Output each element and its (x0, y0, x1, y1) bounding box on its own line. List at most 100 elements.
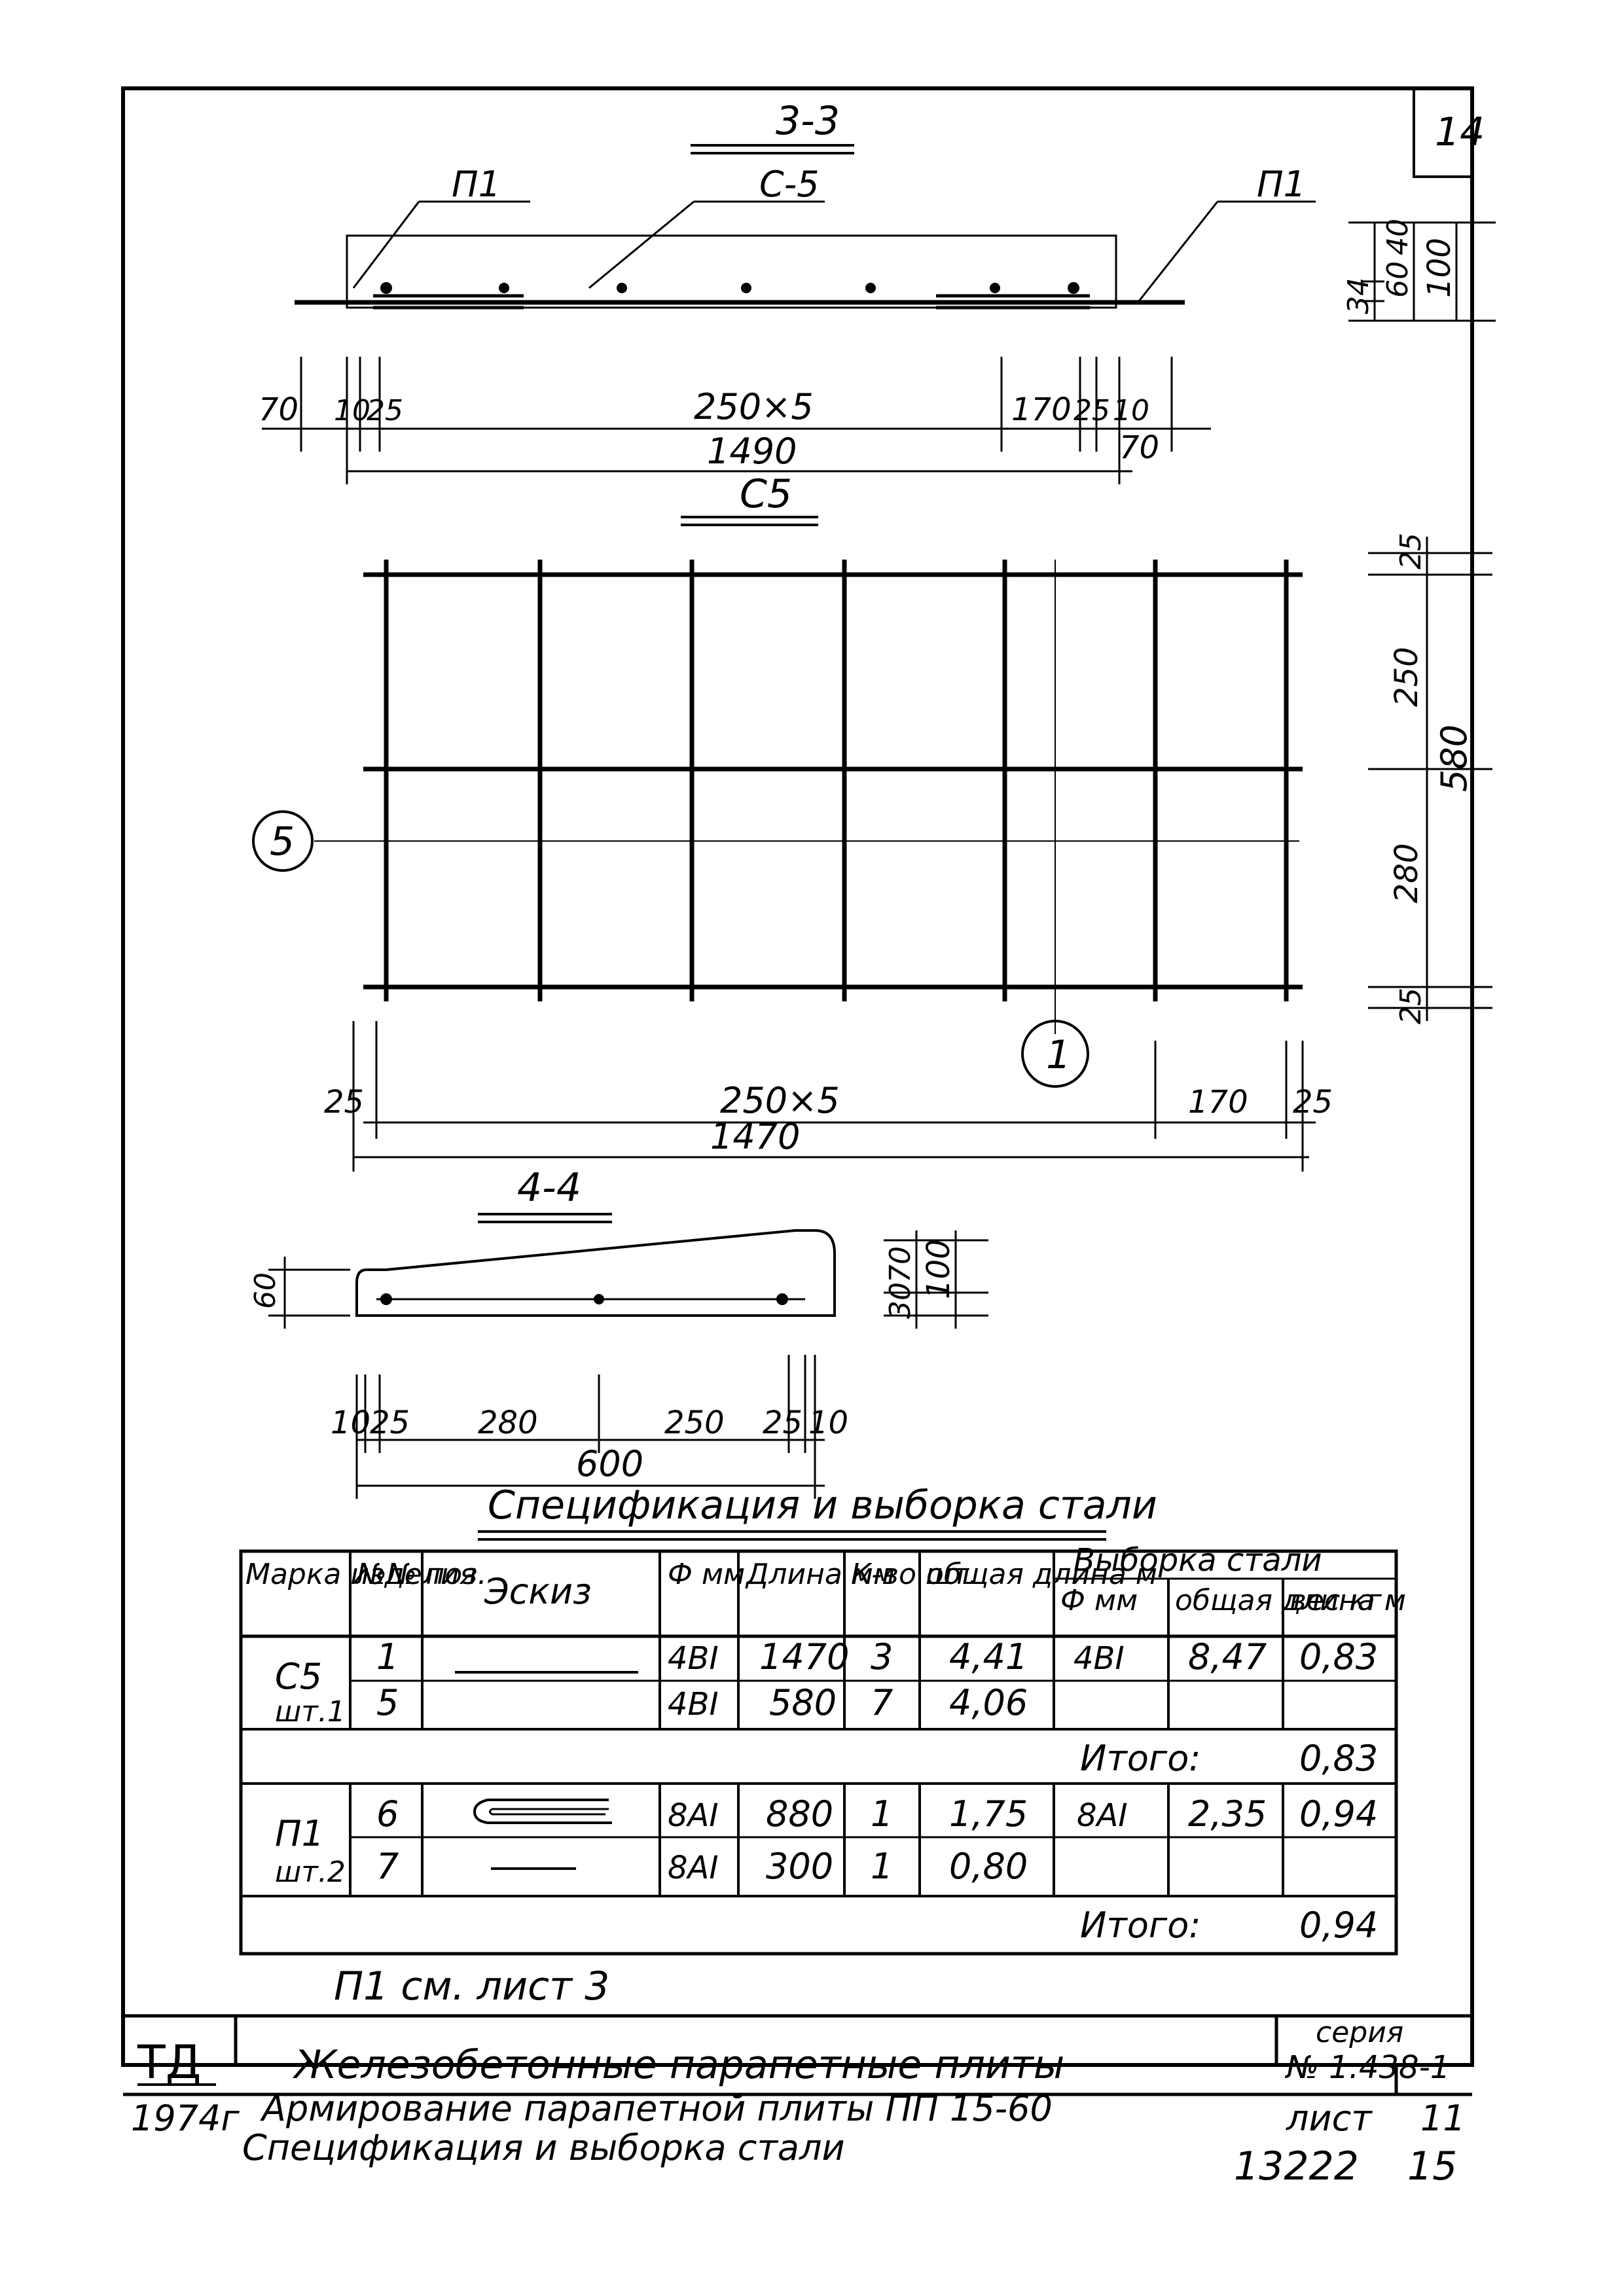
section-3-3: 3-3 П1 С-5 П1 34 60 40 100 (259, 98, 1496, 484)
spec-table: Спецификация и выборка стали (239, 1482, 1406, 2009)
s4-dim-70: 70 (884, 1246, 917, 1283)
label-c5: С-5 (759, 164, 820, 205)
g1-r2-dia: 4ВI (668, 1686, 719, 1723)
mesh-bdim-170: 170 (1188, 1084, 1248, 1121)
tb-name: Железобетонные парапетные плиты (292, 2042, 1064, 2088)
dim-25-left: 25 (367, 394, 403, 427)
hdr-dia: Ф мм (668, 1558, 745, 1591)
hdr-mark: Марка изделия (245, 1558, 477, 1591)
hdr-total-len: общая длина м (926, 1558, 1157, 1591)
s4-bdim-10: 10 (331, 1405, 370, 1441)
dim-34: 34 (1342, 278, 1375, 314)
mesh-bdim-25-left: 25 (324, 1084, 364, 1121)
callout-circle-1 (1021, 1020, 1089, 1088)
dim-170: 170 (1011, 391, 1072, 428)
hdr-len: Длина мм (745, 1558, 895, 1591)
g2-subtotal: 0,94 (1299, 1905, 1378, 1946)
corner-box (1413, 88, 1472, 178)
s4-bdim-25-left: 25 (370, 1405, 410, 1441)
g2-r2-dia: 8АI (668, 1850, 719, 1886)
section-4-4: 4-4 60 30 70 100 10 25 280 250 25 1 (249, 1165, 988, 1499)
g2-r2-pos: 7 (376, 1846, 399, 1887)
label-p1-right: П1 (1257, 164, 1306, 205)
dim-10-right: 10 (1113, 394, 1149, 427)
g1-r1-pos: 1 (376, 1636, 399, 1677)
hdr-selection: Выборка стали (1074, 1542, 1322, 1579)
g1-count: шт.1 (275, 1695, 346, 1729)
corner-sheet-number: 14 (1435, 109, 1485, 155)
g2-count: шт.2 (275, 1856, 346, 1889)
spec-note: П1 см. лист 3 (334, 1964, 609, 2009)
tb-sheet-no: 11 (1420, 2098, 1466, 2139)
g1-r1-qty: 3 (871, 1636, 893, 1677)
dim-25-right: 25 (1074, 394, 1110, 427)
dim-100: 100 (1421, 238, 1458, 298)
mesh-title: С5 (740, 471, 792, 517)
slab-profile (355, 1229, 836, 1317)
s4-dim-60: 60 (249, 1272, 282, 1309)
tb-desc1: Армирование парапетной плиты ПП 15-60 (260, 2088, 1053, 2129)
hdr-pos: №№ поз. (355, 1558, 487, 1591)
s4-bdim-250: 250 (664, 1405, 725, 1441)
g2-mark: П1 (275, 1813, 324, 1854)
mesh-dim-1470: 1470 (710, 1116, 800, 1157)
label-p1-left: П1 (452, 164, 501, 205)
hdr-sel-len: общая длина м (1175, 1584, 1406, 1617)
g2-subtotal-label: Итого: (1080, 1905, 1201, 1946)
section-3-3-title: 3-3 (776, 98, 840, 144)
g2-r1-sel-dia: 8АI (1077, 1797, 1128, 1834)
dim-70-right: 70 (1119, 429, 1159, 466)
g1-r2-total: 4,06 (949, 1682, 1028, 1723)
g1-r1-sel-dia: 4ВI (1074, 1640, 1125, 1677)
mesh-dim-580: 580 (1434, 725, 1475, 792)
s4-dim-600: 600 (576, 1443, 643, 1484)
g2-r1-qty: 1 (871, 1793, 893, 1835)
g1-r2-pos: 5 (376, 1682, 399, 1723)
tb-series-label: серия (1316, 2016, 1403, 2049)
g1-subtotal: 0,83 (1299, 1738, 1378, 1779)
g1-mark: С5 (275, 1656, 322, 1697)
footer-page: 15 (1407, 2144, 1457, 2189)
dim-250x5: 250×5 (694, 386, 814, 427)
hdr-sel-weight: вес кг (1290, 1584, 1382, 1617)
callout-1: 1 (1046, 1032, 1071, 1078)
mesh-dim-250: 250 (1388, 647, 1425, 707)
sheet-frame (121, 86, 1474, 2067)
title-block: ТД Железобетонные парапетные плиты серия… (123, 2014, 1472, 2168)
mesh-bdim-250x5: 250×5 (720, 1080, 840, 1121)
spec-title: Спецификация и выборка стали (488, 1482, 1157, 1528)
mesh-dim-25-bottom: 25 (1394, 988, 1428, 1024)
s4-bdim-10-right: 10 (808, 1405, 848, 1441)
g1-subtotal-label: Итого: (1080, 1738, 1201, 1779)
hdr-sel-dia: Ф мм (1060, 1584, 1138, 1617)
g2-r2-total: 0,80 (949, 1846, 1028, 1887)
dim-70-left: 70 (259, 391, 298, 428)
tb-org: ТД (137, 2036, 201, 2089)
tb-sheet-label: лист (1286, 2098, 1373, 2139)
s4-bdim-25-right: 25 (763, 1405, 803, 1441)
footer-code: 13222 (1234, 2144, 1359, 2189)
g2-r1-sel-len: 2,35 (1188, 1793, 1267, 1835)
dim-1490: 1490 (707, 431, 797, 472)
s4-dim-30: 30 (884, 1282, 917, 1319)
tb-desc2: Спецификация и выборка стали (242, 2127, 845, 2168)
g1-r2-len: 580 (769, 1682, 837, 1723)
g2-r2-len: 300 (766, 1846, 833, 1887)
g2-r1-dia: 8АI (668, 1797, 719, 1834)
sketch-u-bar (473, 1799, 612, 1824)
g1-r1-weight: 0,83 (1299, 1636, 1378, 1677)
mesh-dim-280: 280 (1388, 843, 1425, 903)
g1-r1-sel-len: 8,47 (1188, 1636, 1267, 1677)
mesh-c5: С5 5 1 25 250 580 (252, 471, 1492, 1172)
dim-40: 40 (1381, 219, 1415, 255)
g2-r1-total: 1,75 (949, 1793, 1028, 1835)
mesh-bdim-25-right: 25 (1293, 1084, 1333, 1121)
hdr-qty: К-во шт. (851, 1558, 978, 1591)
dim-60: 60 (1381, 261, 1415, 298)
dim-10-left: 10 (334, 394, 370, 427)
g2-r1-len: 880 (766, 1793, 833, 1835)
g2-r1-weight: 0,94 (1299, 1793, 1378, 1835)
s4-dim-100: 100 (920, 1239, 957, 1299)
g2-r1-pos: 6 (376, 1793, 399, 1835)
